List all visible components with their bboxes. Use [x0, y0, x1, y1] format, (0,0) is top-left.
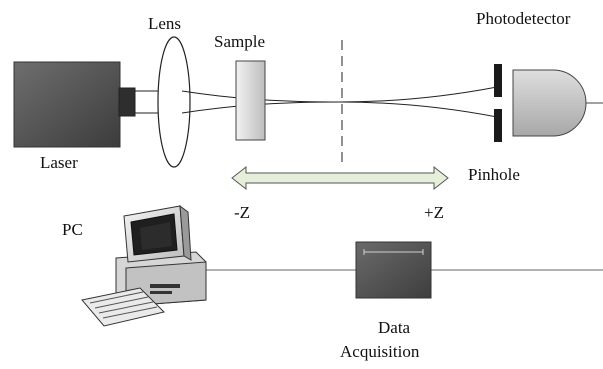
laser-body	[13, 61, 121, 148]
plus-z-label: +Z	[424, 203, 444, 222]
pc-label: PC	[62, 220, 83, 239]
pinhole-label: Pinhole	[468, 165, 520, 184]
daq-box	[355, 241, 432, 299]
daq-label-line2: Acquisition	[340, 342, 420, 361]
laser-aperture	[118, 87, 136, 117]
pinhole	[494, 64, 502, 142]
photodetector-body	[512, 69, 587, 137]
lens	[157, 36, 191, 168]
translation-arrow	[231, 165, 449, 191]
data-acquisition-unit	[355, 241, 432, 299]
minus-z-label: -Z	[234, 203, 250, 222]
sample	[235, 60, 266, 141]
daq-label-line1: Data	[378, 318, 411, 337]
focused-beam	[181, 86, 498, 118]
pinhole-lower-blade	[494, 109, 502, 142]
photodetector	[512, 69, 603, 137]
laser-label: Laser	[40, 153, 78, 172]
sample-label: Sample	[214, 32, 265, 51]
pinhole-upper-blade	[494, 64, 502, 97]
lens-label: Lens	[148, 14, 181, 33]
photodetector-label: Photodetector	[476, 9, 571, 28]
desktop-computer-icon	[81, 204, 207, 327]
z-scan-arrow	[231, 165, 449, 191]
laser	[13, 61, 136, 148]
